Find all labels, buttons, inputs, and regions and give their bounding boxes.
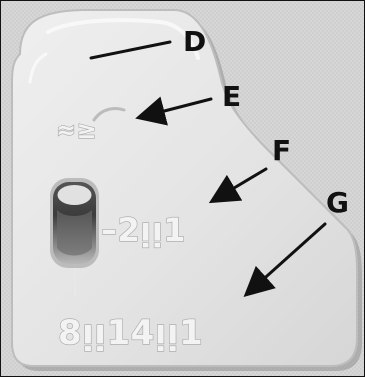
callout-label-d: D xyxy=(183,25,206,58)
upper-mark: ≈≥ xyxy=(56,116,97,144)
upper-mark-swoosh xyxy=(92,107,126,122)
callout-labels: D E F G xyxy=(183,25,349,219)
callout-label-f: F xyxy=(272,134,291,167)
callout-label-g: G xyxy=(326,186,349,219)
callout-arrow-f xyxy=(208,167,268,204)
embossed-markings: ≈≥ –2ᴉᴉ1 8ᴉᴉ14ᴉᴉ1 xyxy=(55,107,203,354)
sample-window xyxy=(50,178,99,296)
callout-label-e: E xyxy=(222,80,241,113)
callout-arrow-e xyxy=(135,96,213,126)
device-top-highlight xyxy=(28,18,200,84)
mid-mark: –2ᴉᴉ1 xyxy=(101,211,186,249)
callout-arrow-g xyxy=(243,222,327,298)
callout-line-d xyxy=(89,40,172,60)
lower-mark: 8ᴉᴉ14ᴉᴉ1 xyxy=(58,313,203,353)
callout-lines xyxy=(89,40,327,298)
